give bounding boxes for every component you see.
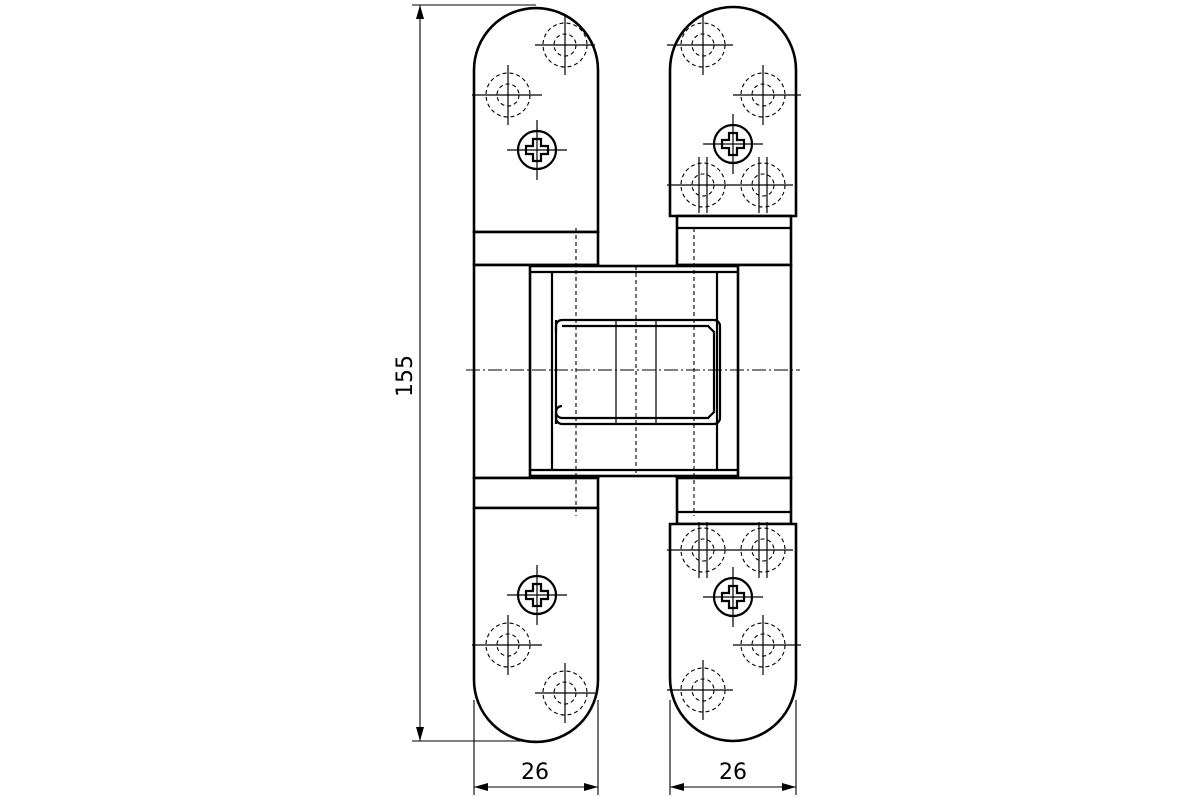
right-top-band	[675, 214, 793, 267]
screw-right-top	[703, 114, 763, 174]
hinge-mechanism	[466, 228, 800, 516]
left-bottom-band	[472, 476, 600, 510]
left-bottom-plate	[472, 506, 600, 744]
left-top-band	[472, 230, 600, 267]
right-bottom-plate	[668, 522, 798, 743]
right-width-label: 26	[719, 760, 747, 785]
screw-right-bottom	[703, 567, 763, 627]
hidden-holes	[472, 15, 801, 723]
left-width-label: 26	[521, 760, 549, 785]
height-dimension-label: 155	[393, 355, 418, 397]
screw-left-bottom	[507, 565, 567, 625]
screw-left-top	[507, 120, 567, 180]
left-top-plate	[472, 6, 600, 234]
mechanism-housing	[528, 264, 740, 478]
left-width-dimension: 26	[473, 700, 599, 795]
right-width-dimension: 26	[669, 700, 797, 795]
